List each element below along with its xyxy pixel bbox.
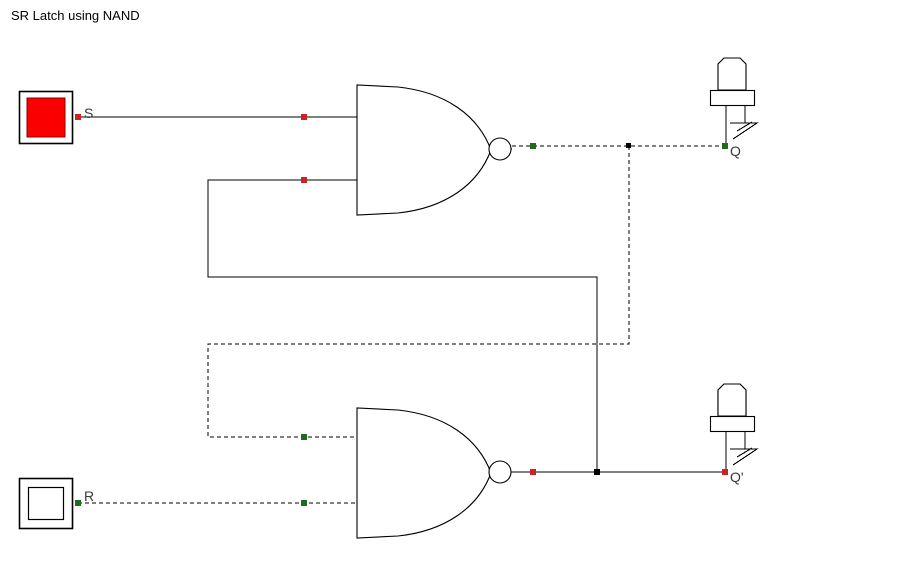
node-nand-top-in1[interactable] — [301, 114, 307, 120]
switch-s[interactable] — [18, 90, 74, 145]
node-nand-bottom-in1[interactable] — [301, 434, 307, 440]
nand-gate-bottom[interactable] — [356, 407, 512, 539]
led-q-dome — [717, 57, 747, 91]
nand-gate-top[interactable] — [356, 84, 512, 216]
led-q-base — [709, 89, 756, 107]
led-q-ground-symbol — [730, 122, 759, 140]
node-switch-s-out[interactable] — [75, 114, 81, 120]
led-q-ground-hatch — [736, 121, 753, 132]
led-qbar-dome-stroke — [717, 383, 747, 417]
page-title: SR Latch using NAND — [11, 8, 140, 23]
node-nand-bottom-in2[interactable] — [301, 500, 307, 506]
led-qbar-base — [709, 415, 756, 433]
switch-r-indicator[interactable] — [27, 486, 65, 521]
led-qbar[interactable] — [709, 383, 759, 473]
nand-top-body — [356, 84, 492, 216]
nand-top-inversion-bubble — [488, 137, 512, 161]
led-qbar-ground-hatch — [736, 447, 753, 458]
node-led-q-in[interactable] — [722, 143, 728, 149]
label-s: S — [84, 105, 93, 121]
label-qbar: Q' — [730, 469, 744, 485]
node-nand-top-in2[interactable] — [301, 177, 307, 183]
junction-qbar-branch — [594, 469, 600, 475]
nand-bottom-inversion-bubble — [488, 460, 512, 484]
wire-q-feedback[interactable] — [207, 146, 630, 438]
wire-qbar-feedback[interactable] — [207, 179, 598, 472]
node-nand-top-out[interactable] — [530, 143, 536, 149]
node-nand-bottom-out[interactable] — [530, 469, 536, 475]
node-switch-r-out[interactable] — [75, 500, 81, 506]
switch-s-indicator[interactable] — [26, 97, 66, 138]
led-qbar-ground-symbol — [730, 448, 759, 466]
led-q[interactable] — [709, 57, 759, 147]
switch-r[interactable] — [18, 477, 74, 530]
led-q-ground-lead — [730, 105, 746, 124]
led-qbar-ground-lead — [730, 431, 746, 450]
label-q: Q — [730, 143, 741, 159]
nand-bottom-body — [356, 407, 492, 539]
label-r: R — [84, 488, 94, 504]
junction-q-branch — [626, 143, 631, 148]
node-led-qbar-in[interactable] — [722, 469, 728, 475]
